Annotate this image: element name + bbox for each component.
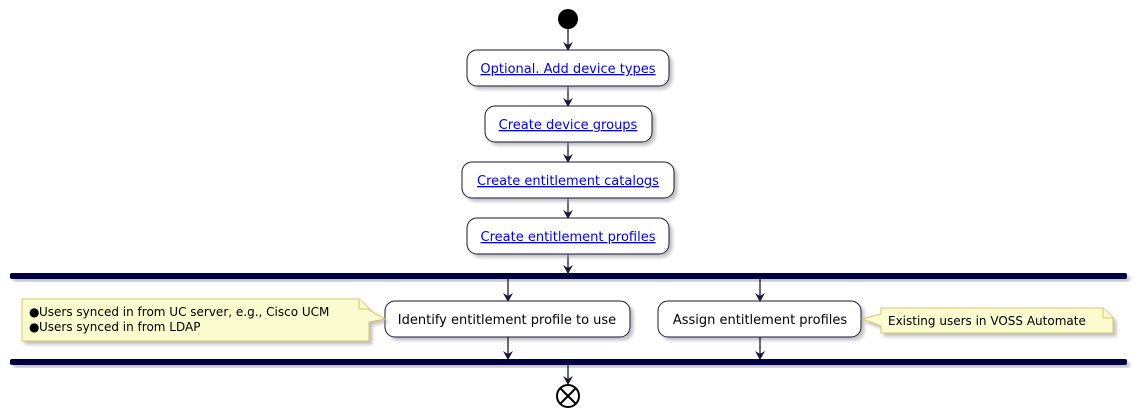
activity-create-device-groups-label[interactable]: Create device groups [499,118,638,133]
activity-identify-entitlement-profile: Identify entitlement profile to use [384,300,631,338]
note-right-text: Existing users in VOSS Automate [888,314,1086,328]
activity-assign-entitlement-profiles-label: Assign entitlement profiles [673,313,848,328]
note-left-line-1: Users synced in from UC server, e.g., Ci… [39,305,329,319]
start-node [558,9,578,29]
note-left-bullet-1: ● [29,305,39,319]
note-right: Existing users in VOSS Automate [860,307,1114,334]
note-left-bullet-2: ● [29,320,39,334]
fork-bar [10,273,1127,279]
note-left: ● Users synced in from UC server, e.g., … [21,298,387,342]
activity-create-entitlement-catalogs-label[interactable]: Create entitlement catalogs [477,174,659,189]
note-left-line-2: Users synced in from LDAP [39,320,200,334]
activity-identify-entitlement-profile-label: Identify entitlement profile to use [398,313,616,328]
join-bar [10,359,1127,365]
activity-add-device-types-label[interactable]: Optional. Add device types [480,62,655,77]
activity-assign-entitlement-profiles: Assign entitlement profiles [657,300,862,338]
activity-add-device-types[interactable]: Optional. Add device types [466,49,670,87]
activity-create-entitlement-profiles-label[interactable]: Create entitlement profiles [481,230,656,245]
activity-create-device-groups[interactable]: Create device groups [484,105,653,143]
end-node [556,384,580,408]
activity-create-entitlement-catalogs[interactable]: Create entitlement catalogs [461,161,675,199]
activity-create-entitlement-profiles[interactable]: Create entitlement profiles [466,217,670,255]
